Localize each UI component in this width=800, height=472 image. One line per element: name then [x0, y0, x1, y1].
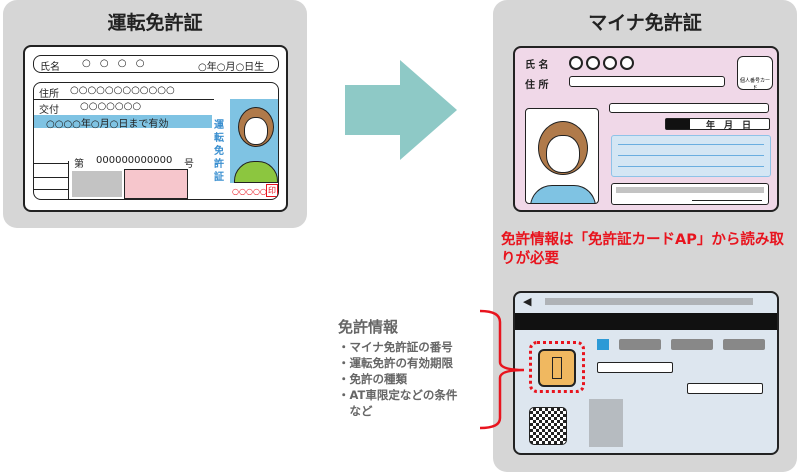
license-categories: [72, 171, 122, 197]
issue-label: 交付: [39, 105, 59, 116]
my-number-card-front: 氏 名 住 所 個人番号カード 年 月 日: [513, 46, 779, 212]
number-suffix: 号: [184, 159, 194, 170]
triangle-left-icon: ◀: [523, 295, 532, 308]
name-row: 氏名 ○ ○ ○ ○ ○年○月○日生: [33, 55, 279, 73]
license-info-list: 免許情報 ・マイナ免許証の番号 ・運転免許の有効期限 ・免許の種類 ・AT車限定…: [338, 316, 457, 419]
seal-stamp: 印: [266, 184, 278, 197]
field-line: [597, 362, 673, 373]
name-label: 氏名: [40, 62, 60, 73]
dot-grid: [589, 399, 623, 447]
name-label: 氏 名: [525, 60, 549, 71]
date-field: 年 月 日: [665, 118, 770, 131]
address-field: [569, 76, 725, 87]
info-item: など: [338, 404, 373, 418]
card-photo: [525, 108, 599, 204]
panel-title: 運転免許証: [107, 12, 203, 34]
info-item: ・運転免許の有効期限: [338, 356, 453, 370]
name-value: ○ ○ ○ ○: [82, 58, 148, 69]
ic-chip-highlight: [529, 341, 585, 393]
number-prefix: 第: [74, 159, 84, 170]
gray-bar: [619, 339, 661, 350]
panel-title: マイナ免許証: [588, 12, 702, 34]
info-item: ・AT車限定などの条件: [338, 388, 458, 402]
license-photo: [230, 99, 278, 183]
public-safety-commission: ○○○○○: [232, 187, 267, 196]
my-number-license-panel: マイナ免許証 氏 名 住 所 個人番号カード 年 月 日 免許情報は「免許証カー…: [493, 0, 797, 472]
arrow-right-icon: [345, 60, 457, 160]
address-label: 住 所: [525, 80, 549, 91]
field-line: [609, 103, 769, 113]
info-item: ・マイナ免許証の番号: [338, 340, 453, 354]
blue-square: [597, 339, 609, 350]
gray-bar: [723, 339, 765, 350]
dot-strip: [545, 298, 753, 305]
field-line: [687, 383, 763, 394]
card-ap-note: 免許情報は「免許証カードAP」から読み取りが必要: [501, 232, 784, 267]
red-bracket-icon: [479, 309, 525, 430]
issue-value: ○○○○○○○: [80, 101, 142, 112]
valid-until-band: ○○○○年○月○日まで有効: [34, 115, 212, 130]
gray-bar: [671, 339, 713, 350]
driver-license-card: 氏名 ○ ○ ○ ○ ○年○月○日生 住所 ○○○○○○○○○○○○ 交付 ○○…: [23, 45, 288, 212]
date-text: 年 月 日: [706, 121, 752, 131]
my-number-card-back: ◀: [513, 291, 779, 455]
license-info-area: [611, 135, 771, 177]
address-label: 住所: [39, 89, 59, 100]
magnetic-stripe: [515, 313, 777, 330]
name-circles: [569, 56, 634, 70]
vertical-label: 運転免許証: [214, 120, 224, 183]
birth-date: ○年○月○日生: [198, 62, 265, 73]
qr-code-icon: [529, 407, 567, 445]
info-item: ・免許の種類: [338, 372, 407, 386]
license-body: 住所 ○○○○○○○○○○○○ 交付 ○○○○○○○ ○○○○年○月○日まで有効…: [33, 82, 279, 200]
barcode-field: [611, 183, 769, 205]
license-number: 000000000000: [96, 155, 173, 166]
valid-until: ○○○○年○月○日まで有効: [46, 119, 169, 130]
driver-license-panel: 運転免許証 氏名 ○ ○ ○ ○ ○年○月○日生 住所 ○○○○○○○○○○○○…: [3, 0, 307, 228]
my-number-logo: 個人番号カード: [737, 56, 773, 91]
ic-chip-icon: [538, 349, 576, 387]
address-value: ○○○○○○○○○○○○: [70, 85, 175, 96]
info-heading: 免許情報: [338, 318, 399, 336]
type-grid: [124, 169, 188, 199]
